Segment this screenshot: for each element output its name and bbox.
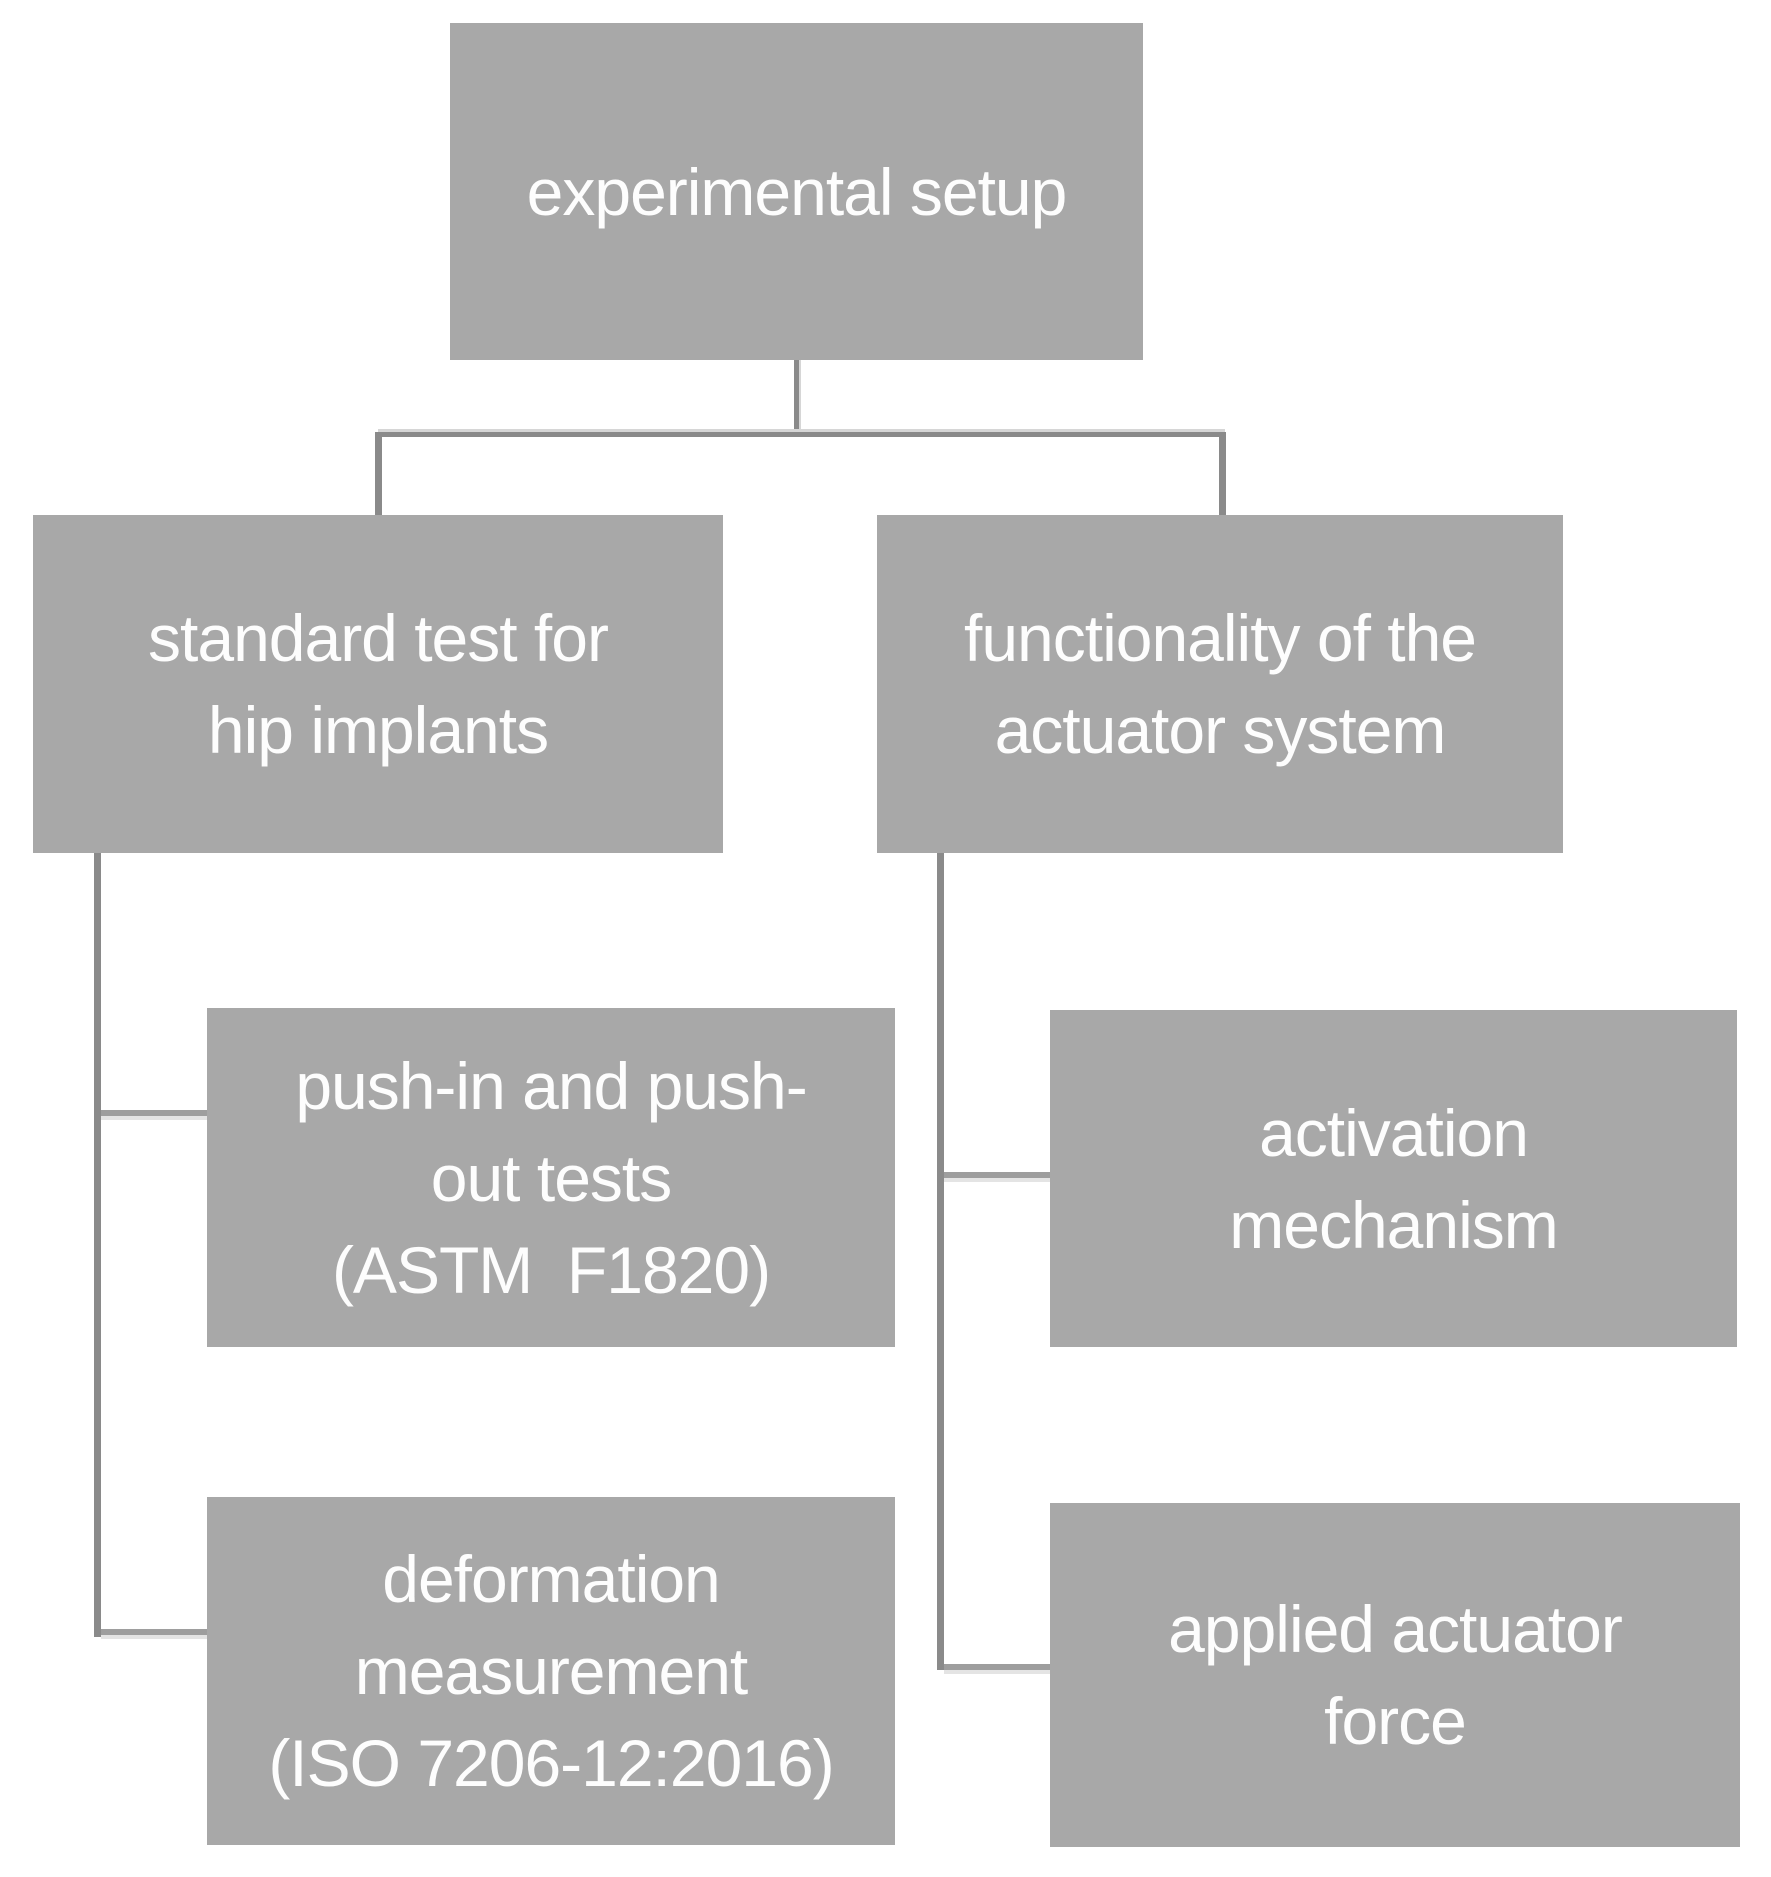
node-label-line: (ASTM F1820) <box>331 1232 771 1307</box>
node-push-in-push-out-tests: push-in and push- out tests (ASTM F1820) <box>207 1008 895 1347</box>
connector-right-elbow <box>1219 432 1226 515</box>
node-label-line: activation <box>1259 1095 1529 1170</box>
connector-stub-deformation <box>101 1629 207 1635</box>
node-label-line: mechanism <box>1229 1187 1558 1262</box>
connector-root-drop <box>794 360 801 436</box>
connector-stub-push-tests <box>101 1110 207 1116</box>
node-label-line: experimental setup <box>526 154 1068 229</box>
connector-top-horizontal <box>378 429 1225 437</box>
connector-left-drop <box>94 852 101 1637</box>
node-label-line: deformation <box>382 1542 721 1616</box>
connector-right-drop <box>937 853 944 1670</box>
node-experimental-setup: experimental setup <box>450 23 1143 360</box>
node-label-line: (ISO 7206-12:2016) <box>268 1726 834 1800</box>
connector-left-elbow <box>375 432 382 515</box>
node-deformation-measurement: deformation measurement (ISO 7206-12:201… <box>207 1497 895 1845</box>
node-applied-actuator-force: applied actuator force <box>1050 1503 1740 1847</box>
node-label-line: out tests <box>430 1140 672 1215</box>
node-label-line: force <box>1324 1684 1467 1758</box>
node-label-line: standard test for <box>148 601 609 675</box>
connector-stub-applied-force <box>944 1664 1050 1670</box>
node-functionality-actuator-system: functionality of the actuator system <box>877 515 1563 853</box>
node-label-line: applied actuator <box>1168 1592 1623 1666</box>
node-label-line: push-in and push- <box>295 1048 807 1123</box>
node-label-line: hip implants <box>207 693 549 767</box>
node-label-line: measurement <box>354 1634 749 1708</box>
node-label-line: actuator system <box>994 693 1447 767</box>
node-standard-test-hip-implants: standard test for hip implants <box>33 515 723 853</box>
connector-stub-activation <box>944 1172 1050 1178</box>
node-activation-mechanism: activation mechanism <box>1050 1010 1737 1347</box>
node-label-line: functionality of the <box>964 601 1477 675</box>
